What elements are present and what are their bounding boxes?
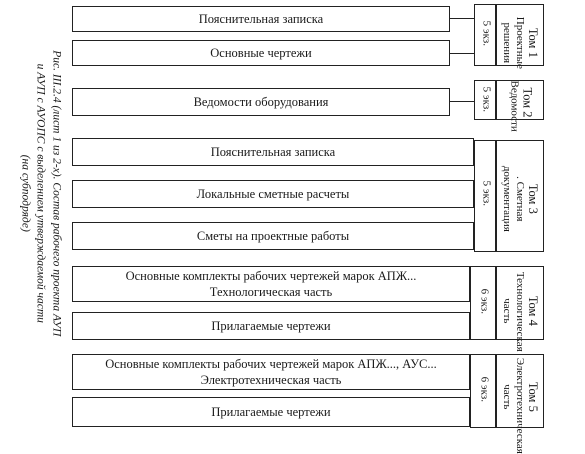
volume-title: Том 3 — [525, 183, 540, 214]
copies-label: 6 экз. — [478, 376, 491, 402]
volume-subtitle: . Сметная документация — [500, 165, 526, 232]
figure-caption: Рис. III.2.4 (лист 1 из 2-х). Состав раб… — [17, 28, 64, 358]
item-main-drawings: Основные чертежи — [72, 40, 450, 66]
item-attached-drawings-1: Прилагаемые чертежи — [72, 312, 470, 340]
item-design-estimates: Сметы на проектные работы — [72, 222, 474, 250]
item-label: Локальные сметные расчеты — [196, 186, 350, 201]
volume-subtitle: Технологическая часть — [500, 271, 526, 352]
copies-box-vol-4: 6 экз. — [470, 266, 496, 340]
item-label-line1: Основные комплекты рабочих чертежей маро… — [125, 268, 417, 283]
caption-line-3: (на субподряде) — [19, 154, 32, 232]
item-equipment-lists: Ведомости оборудования — [72, 88, 450, 116]
item-label-line2: Технологическая часть — [209, 285, 333, 299]
item-working-drawings-tech: Основные комплекты рабочих чертежей маро… — [72, 266, 470, 302]
volume-title: Том 4 — [525, 295, 540, 326]
item-explanatory-note-2: Пояснительная записка — [72, 138, 474, 166]
item-label: Пояснительная записка — [198, 11, 324, 26]
volume-title: Том 2 — [520, 87, 535, 118]
caption-line-1: Рис. III.2.4 (лист 1 из 2-х). Состав раб… — [50, 50, 63, 337]
copies-label: 5 экз. — [480, 86, 493, 112]
copies-box-vol-5: 6 экз. — [470, 354, 496, 428]
volume-title: Том 5 — [525, 381, 540, 412]
volume-subtitle: Проектные решения — [500, 16, 526, 69]
item-working-drawings-elec: Основные комплекты рабочих чертежей маро… — [72, 354, 470, 390]
copies-box-vol-1: 5 экз. — [474, 4, 496, 66]
item-label-line1: Основные комплекты рабочих чертежей маро… — [105, 356, 437, 371]
volume-box-5: Том 5 Электротехническая часть — [496, 354, 544, 454]
volume-box-3: Том 3 . Сметная документация — [496, 140, 544, 252]
copies-box-vol-2: 5 экз. — [474, 80, 496, 120]
copies-label: 5 экз. — [480, 20, 493, 46]
volume-title: Том 1 — [525, 27, 540, 58]
copies-box-vol-3: 5 экз. — [474, 140, 496, 252]
item-label: Основные чертежи — [210, 45, 312, 60]
item-label: Прилагаемые чертежи — [211, 318, 331, 333]
caption-line-2: и АУП с АУОПС с выделением утверждаемой … — [34, 63, 47, 323]
volume-box-2: Том 2 Ведомости — [496, 80, 544, 132]
item-label: Сметы на проектные работы — [196, 228, 350, 243]
volume-box-1: Том 1 Проектные решения — [496, 4, 544, 69]
item-label-line2: Электротехническая часть — [200, 373, 342, 387]
item-attached-drawings-2: Прилагаемые чертежи — [72, 397, 470, 427]
volume-subtitle: Ведомости — [508, 80, 521, 132]
item-local-estimates: Локальные сметные расчеты — [72, 180, 474, 208]
item-label: Пояснительная записка — [210, 144, 336, 159]
item-label: Ведомости оборудования — [193, 94, 329, 109]
item-explanatory-note-1: Пояснительная записка — [72, 6, 450, 32]
volume-subtitle: Электротехническая часть — [500, 357, 526, 454]
item-label: Прилагаемые чертежи — [211, 404, 331, 419]
volume-box-4: Том 4 Технологическая часть — [496, 266, 544, 352]
copies-label: 5 экз. — [480, 180, 493, 206]
copies-label: 6 экз. — [478, 288, 491, 314]
